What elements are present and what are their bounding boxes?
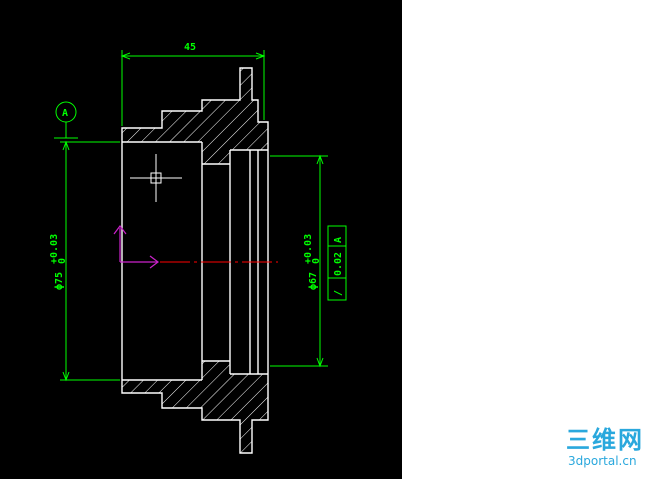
svg-text:+0.03: +0.03 xyxy=(49,234,60,264)
dimension-top xyxy=(120,50,266,126)
svg-text:ϕ75: ϕ75 xyxy=(54,272,65,290)
watermark-logo: 三维网 3dportal.cn xyxy=(566,426,666,470)
watermark-url: 3dportal.cn xyxy=(568,454,637,468)
ucs-icon xyxy=(113,225,159,269)
tolerance-frame xyxy=(327,225,347,301)
tolerance-frame-datum: A xyxy=(333,237,344,243)
dimension-right xyxy=(270,154,328,368)
technical-drawing: 45 A ϕ75 +0.03 0 ϕ67 +0.03 0 xyxy=(49,42,347,454)
section-hatch-lower xyxy=(122,361,268,453)
svg-text:A: A xyxy=(333,237,344,243)
tolerance-frame-symbol: / xyxy=(333,290,344,296)
datum-symbol xyxy=(54,101,78,139)
svg-text:+0.03: +0.03 xyxy=(303,234,314,264)
dimension-left xyxy=(60,140,120,382)
blank-panel xyxy=(402,0,670,479)
dimension-top-text: 45 xyxy=(184,42,196,53)
svg-text:0.02: 0.02 xyxy=(333,252,344,276)
tolerance-frame-value: 0.02 xyxy=(333,252,344,276)
svg-text:ϕ67: ϕ67 xyxy=(308,272,319,290)
datum-label: A xyxy=(62,108,68,119)
svg-text:/: / xyxy=(333,290,344,296)
dimension-left-label: ϕ75 +0.03 0 xyxy=(49,234,68,290)
watermark-chinese: 三维网 xyxy=(566,426,644,454)
crosshair-cursor-icon xyxy=(130,154,182,202)
svg-text:0: 0 xyxy=(57,258,68,264)
section-hatch-upper xyxy=(122,68,268,164)
cad-drawing-canvas[interactable]: 45 A ϕ75 +0.03 0 ϕ67 +0.03 0 xyxy=(0,0,402,479)
dimension-right-label: ϕ67 +0.03 0 xyxy=(303,234,322,290)
svg-text:0: 0 xyxy=(311,258,322,264)
